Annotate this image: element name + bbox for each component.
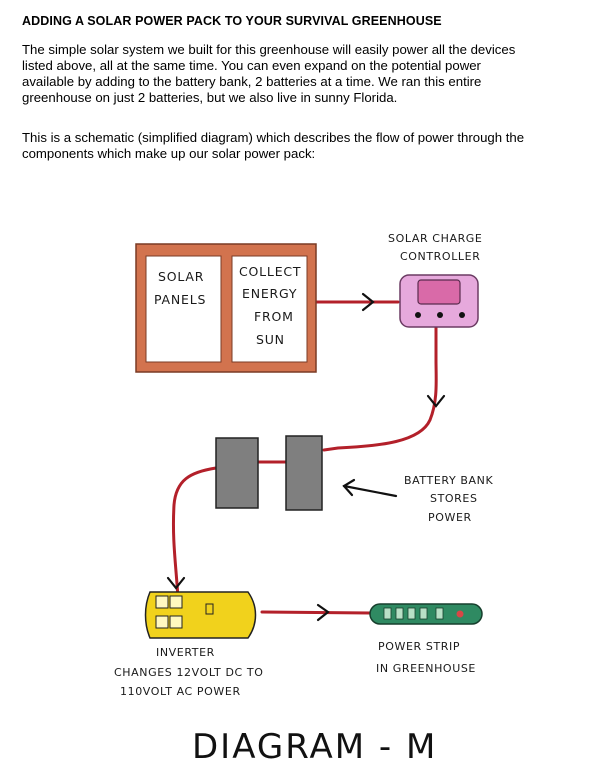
battery-label: STORES [430, 492, 478, 505]
battery-bank [215, 435, 323, 511]
arrow-battery-label-head [342, 478, 356, 497]
document-title: ADDING A SOLAR POWER PACK TO YOUR SURVIV… [22, 14, 442, 28]
panel-description: FROM [254, 309, 294, 324]
text-line: greenhouse on just 2 batteries, but we a… [22, 90, 398, 105]
arrows [166, 292, 446, 622]
battery-label: BATTERY BANK [404, 474, 493, 487]
controller-label: CONTROLLER [400, 250, 480, 263]
panel-label: SOLAR [158, 269, 204, 284]
power-strip [369, 603, 483, 625]
wire-battery-to-inverter [171, 466, 218, 600]
text-line: available by adding to the battery bank,… [22, 74, 482, 89]
inverter-label: CHANGES 12VOLT DC TO [114, 666, 264, 679]
wires [171, 300, 438, 615]
arrow-battery-label [342, 484, 398, 498]
battery-label: POWER [428, 511, 472, 524]
panel-description: SUN [256, 332, 285, 347]
charge-controller [399, 274, 479, 328]
text-line: listed above, all at the same time. You … [22, 58, 481, 73]
arrow-down-to-inverter [166, 576, 186, 590]
strip-label: POWER STRIP [378, 640, 460, 653]
solar-panels-frame [135, 243, 317, 373]
arrow-down-to-battery [426, 394, 446, 408]
wire-controller-to-battery [322, 325, 438, 452]
wire-inverter-to-strip [260, 610, 372, 615]
schematic-paragraph: This is a schematic (simplified diagram)… [22, 130, 597, 162]
text-line: This is a schematic (simplified diagram)… [22, 130, 525, 145]
arrow-to-controller [361, 292, 375, 312]
panel-label: PANELS [154, 292, 206, 307]
inverter-label: INVERTER [156, 646, 215, 659]
diagram-caption: DIAGRAM - M [192, 727, 437, 767]
arrow-to-strip [316, 603, 330, 622]
strip-label: IN GREENHOUSE [376, 662, 476, 675]
inverter-label: 110VOLT AC POWER [120, 685, 241, 698]
controller-label: SOLAR CHARGE [388, 232, 482, 245]
text-line: components which make up our solar power… [22, 146, 316, 161]
inverter [144, 591, 257, 639]
intro-paragraph: The simple solar system we built for thi… [22, 42, 597, 106]
panel-description: ENERGY [242, 286, 297, 301]
panel-description: COLLECT [239, 264, 301, 279]
text-line: The simple solar system we built for thi… [22, 42, 516, 57]
